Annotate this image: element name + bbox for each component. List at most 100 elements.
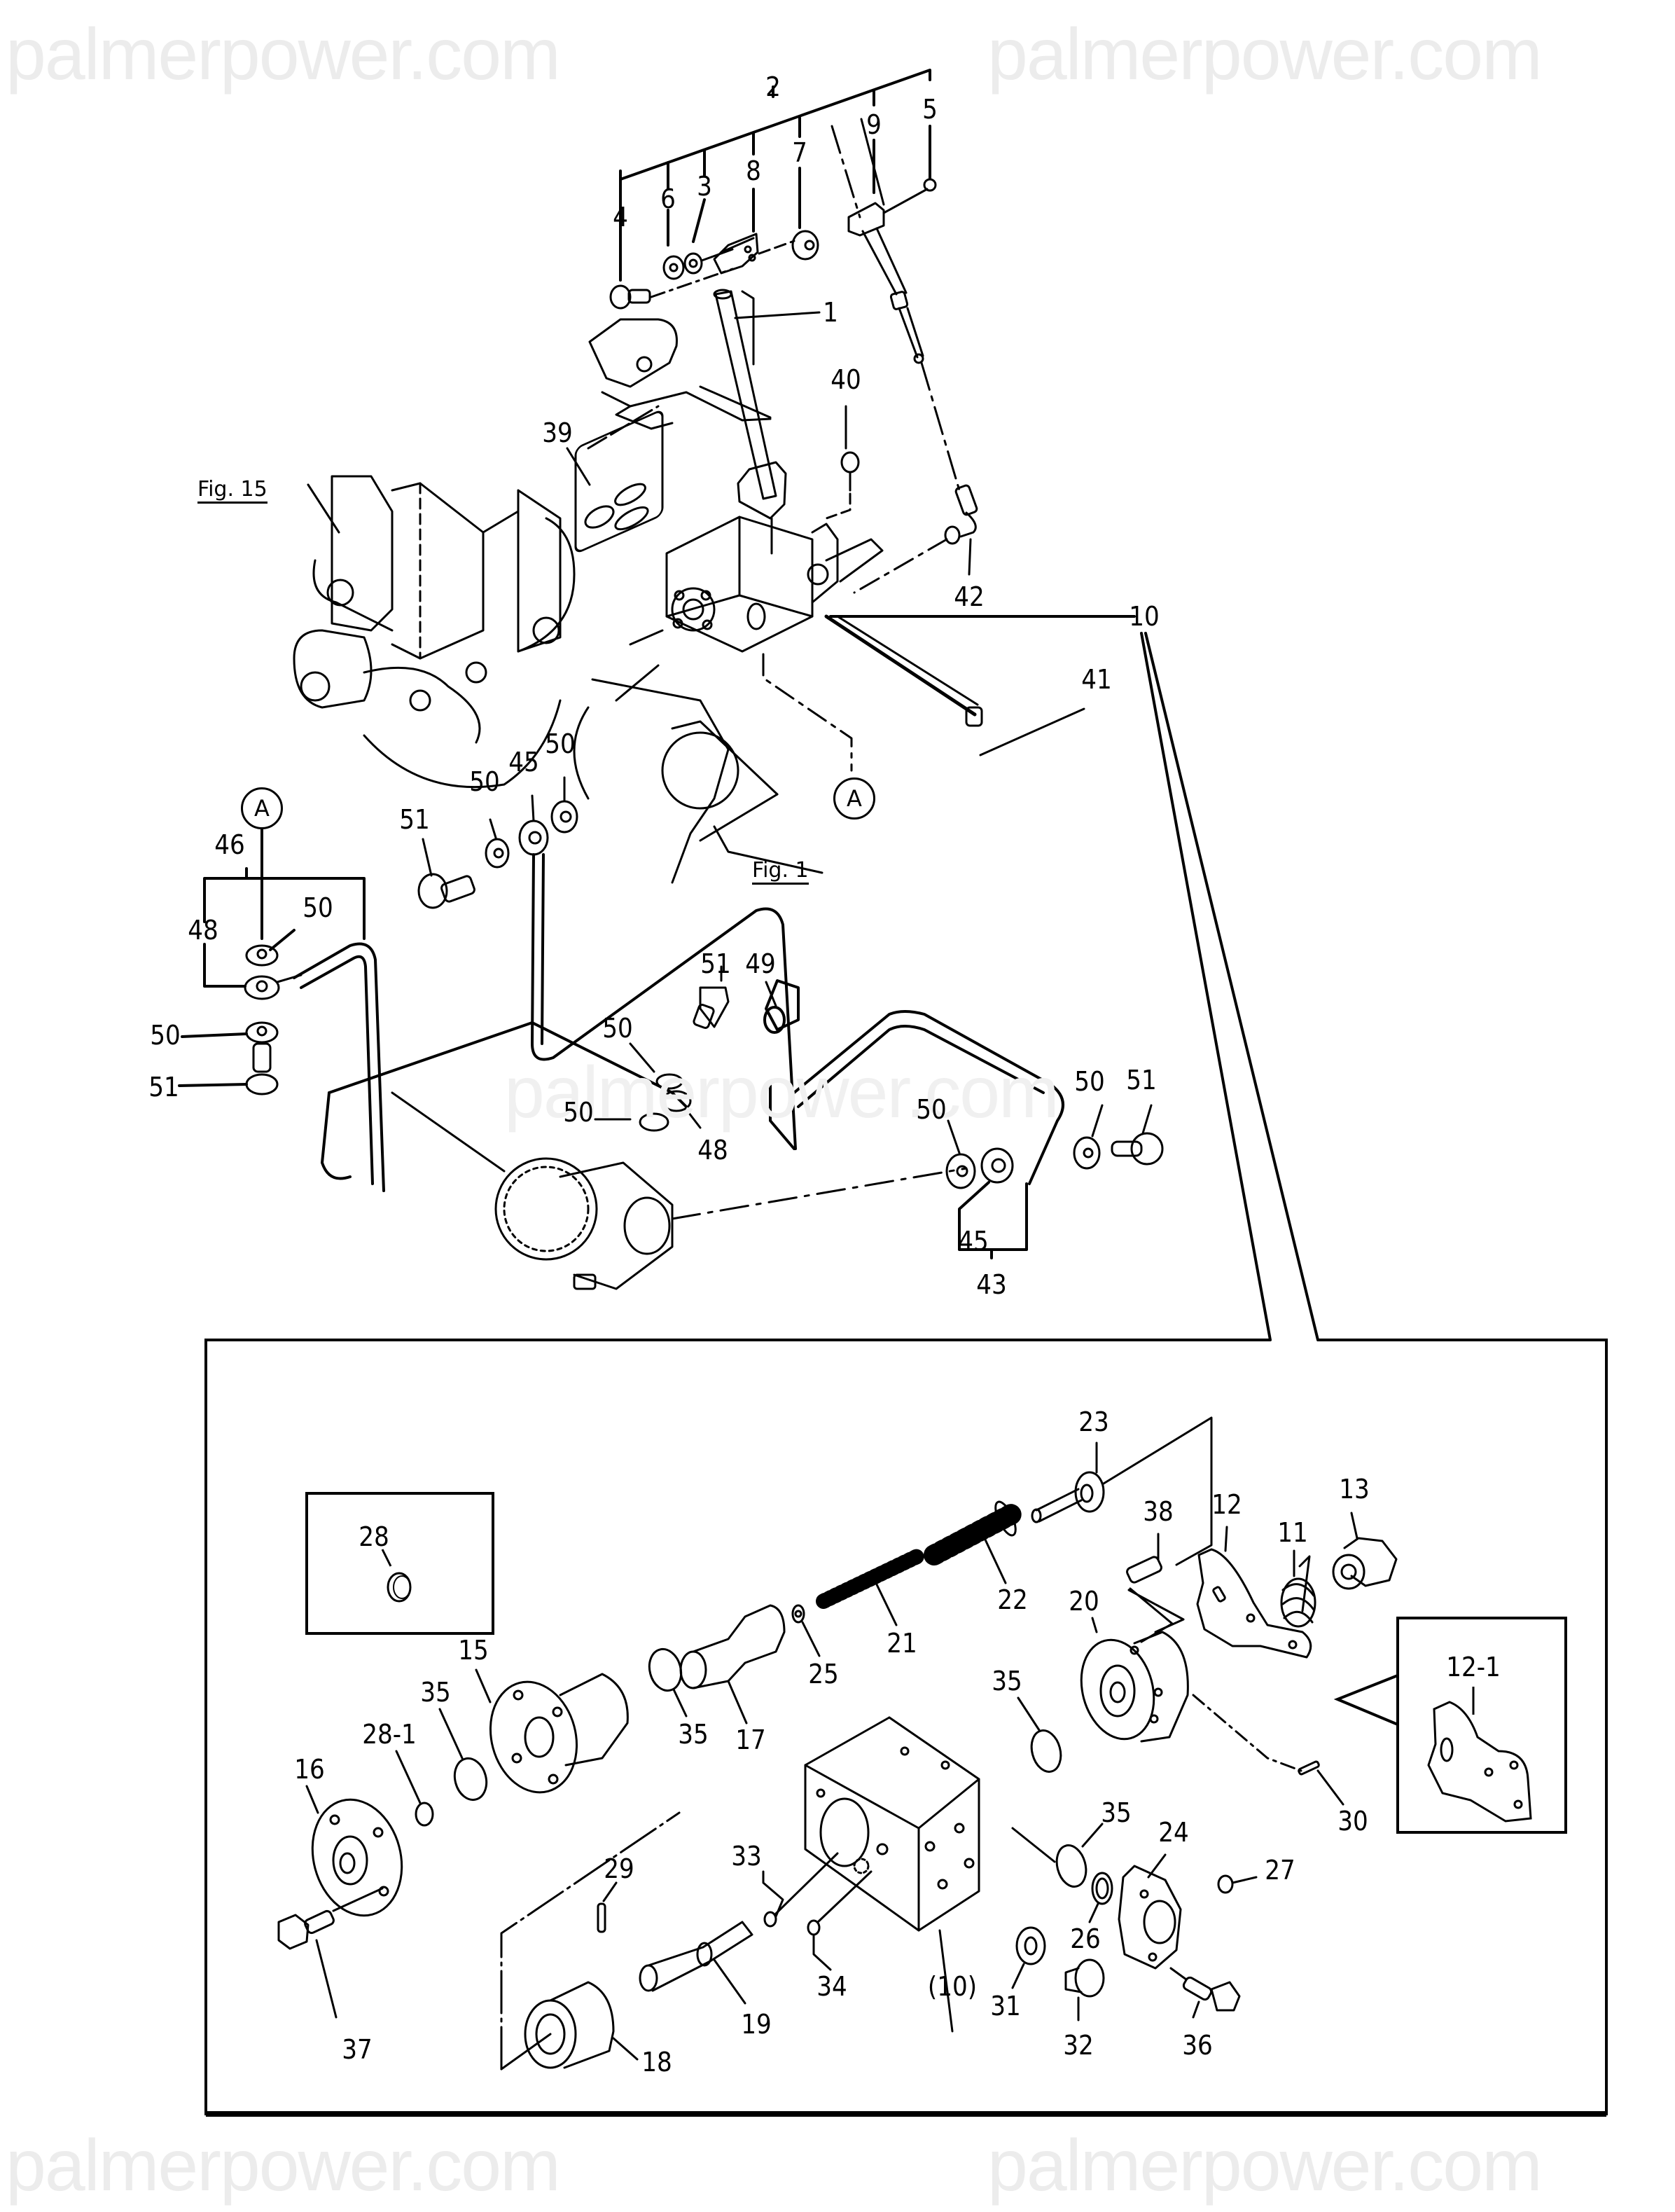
callout-4: 4: [613, 202, 628, 233]
bracket-item-43: [958, 1181, 1028, 1259]
reference-circle-a: A: [241, 787, 283, 829]
part-eye-45-a: [518, 820, 549, 856]
callout-23: 23: [1078, 1406, 1109, 1437]
part-washer-50-e: [629, 1042, 683, 1090]
callout-38: 38: [1143, 1496, 1174, 1527]
watermark: palmerpower.com: [6, 2125, 561, 2206]
callout-5: 5: [922, 94, 938, 125]
callout-51: 51: [1126, 1065, 1157, 1095]
callout-45: 45: [958, 1226, 989, 1257]
detail-callout-lines: [1140, 632, 1319, 1341]
callout-24: 24: [1158, 1817, 1189, 1848]
figure-ref-fig1[interactable]: Fig. 1: [752, 860, 809, 885]
callout-35: 35: [992, 1666, 1022, 1696]
part-oring-35-c: [1017, 1696, 1062, 1773]
leader-lines-upper: [422, 707, 1085, 1007]
part-washer-50-a: [485, 838, 510, 869]
callout-51: 51: [700, 948, 731, 979]
callout-10: 10: [1129, 601, 1160, 632]
callout-42: 42: [954, 581, 985, 612]
part-shaft-19: [639, 1921, 753, 2005]
callout-8: 8: [746, 155, 761, 186]
part-oring-35-d: [1011, 1823, 1104, 1888]
part-washer-3: [683, 248, 734, 275]
part-oring-35-b: [438, 1708, 488, 1802]
callout-50: 50: [563, 1097, 594, 1128]
part-nut-7: [758, 230, 819, 261]
callout-28-1: 28-1: [362, 1719, 417, 1750]
part-spring-21: [816, 1547, 928, 1626]
detail-frame: [204, 1339, 1608, 2117]
part-feed-pump: [391, 1091, 968, 1290]
callout-10-ref: (10): [927, 1971, 978, 2002]
watermark: palmerpower.com: [987, 2125, 1543, 2206]
part-plug-32: [1064, 1958, 1105, 2021]
callout-27: 27: [1265, 1855, 1295, 1886]
part-eye-45-b: [980, 1147, 1014, 1184]
figure-ref-fig15[interactable]: Fig. 15: [197, 479, 267, 504]
callout-17: 17: [735, 1724, 766, 1755]
part-stay-bracket: [587, 318, 772, 450]
part-washer-31: [1011, 1926, 1046, 1989]
part-bolt-4: [609, 268, 734, 310]
part-sleeve-17: [679, 1604, 786, 1724]
part-bolt-51-a: [417, 873, 475, 909]
callout-49: 49: [745, 948, 776, 979]
inset-box-12-1: [1333, 1617, 1567, 1834]
callout-9: 9: [866, 109, 882, 140]
part-eye-48-b: [661, 1090, 702, 1129]
callout-15: 15: [458, 1635, 489, 1666]
callout-50: 50: [916, 1094, 947, 1125]
callout-35: 35: [1101, 1797, 1132, 1828]
part-washer-50-h: [1073, 1104, 1104, 1170]
part-bolt-51-d: [1111, 1104, 1164, 1166]
callout-46: 46: [214, 829, 245, 860]
watermark: palmerpower.com: [6, 14, 561, 95]
callout-12-1: 12-1: [1446, 1652, 1501, 1682]
callout-29: 29: [604, 1853, 634, 1884]
part-injection-pump: [293, 475, 576, 789]
callout-18: 18: [641, 2047, 672, 2078]
part-pin-30: [1192, 1694, 1344, 1806]
part-cover-24: [1118, 1853, 1182, 1970]
part-bolt-40: [825, 405, 860, 520]
part-pin-29: [597, 1881, 618, 1933]
callout-50: 50: [545, 728, 576, 759]
part-oring-35-a: [648, 1647, 688, 1717]
callout-50: 50: [469, 766, 500, 797]
callout-45: 45: [508, 747, 539, 777]
part-lever-12: [1196, 1526, 1312, 1659]
callout-7: 7: [792, 137, 807, 168]
part-bolt-51-b: [245, 1042, 279, 1095]
callout-39: 39: [542, 417, 573, 448]
callout-34: 34: [816, 1971, 847, 2002]
callout-20: 20: [1069, 1586, 1099, 1617]
part-lever-1: [713, 289, 821, 555]
callout-22: 22: [997, 1584, 1028, 1615]
callout-6: 6: [660, 184, 676, 214]
part-washer-50-d: [245, 1021, 279, 1044]
callout-16: 16: [294, 1754, 325, 1785]
part-nut-6: [662, 255, 685, 280]
part-flange-20: [1080, 1587, 1189, 1743]
callout-19: 19: [741, 2009, 772, 2040]
callout-36: 36: [1182, 2030, 1213, 2061]
callout-40: 40: [830, 364, 861, 395]
part-cap-13: [1332, 1512, 1398, 1590]
bracket-item-46: [178, 828, 366, 1087]
part-gear-case: [573, 678, 823, 884]
part-oring-33: [762, 1852, 839, 1928]
callout-1: 1: [823, 297, 838, 328]
watermark: palmerpower.com: [987, 14, 1543, 95]
callout-50: 50: [303, 892, 333, 923]
part-injection-pipes: [293, 853, 1064, 1192]
callout-13: 13: [1339, 1474, 1370, 1505]
part-governor-block-10: [615, 516, 1136, 772]
callout-50: 50: [602, 1013, 633, 1044]
part-bolt-37: [277, 1887, 384, 2019]
callout-35: 35: [678, 1719, 709, 1750]
callout-48: 48: [188, 915, 218, 946]
part-plug-26: [1088, 1872, 1113, 1923]
callout-51: 51: [399, 804, 430, 835]
part-fitting-42: [853, 484, 978, 594]
